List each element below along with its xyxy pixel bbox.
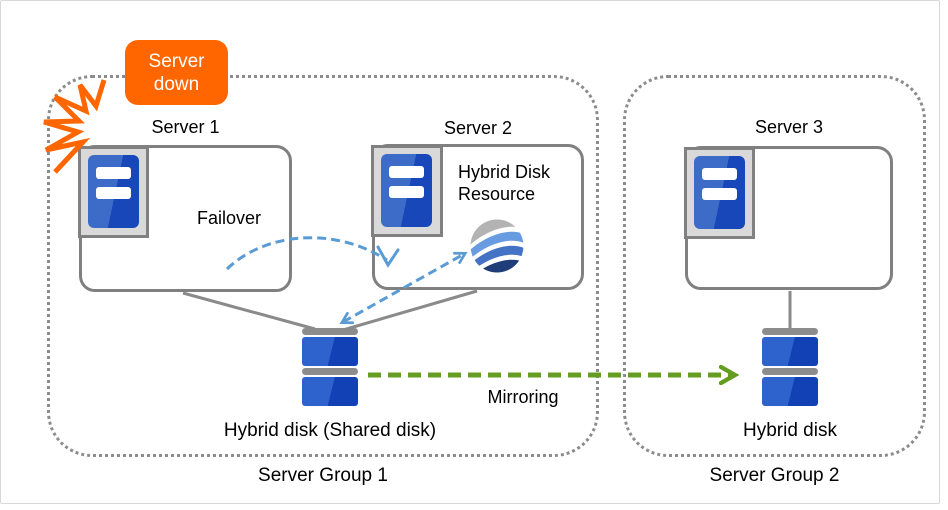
server-3-chip [684, 147, 755, 239]
failover-label: Failover [197, 208, 262, 228]
server-slot [96, 167, 131, 179]
sphere-lightblue-band [470, 231, 524, 259]
server-group-1 [47, 75, 599, 457]
server-group-1-label: Server Group 1 [258, 465, 388, 486]
disk-segment [302, 377, 358, 406]
server-group-2 [623, 75, 926, 457]
disk-segment [762, 337, 818, 366]
shared-disk-label: Hybrid disk (Shared disk) [223, 420, 437, 441]
disk-segment [762, 377, 818, 406]
hybrid-disk-resource-icon [470, 219, 524, 273]
server-slot [389, 186, 424, 198]
server-slot [702, 168, 737, 180]
server-slot [96, 187, 131, 199]
server-icon [694, 156, 745, 229]
sphere-gray-band [470, 219, 524, 245]
server-1-label: Server 1 [151, 117, 220, 137]
mirroring-label: Mirroring [487, 387, 559, 407]
hybrid-disk-label: Hybrid disk [743, 420, 837, 441]
server-slot [702, 188, 737, 200]
server-group-2-label: Server Group 2 [709, 465, 840, 486]
server-slot [389, 166, 424, 178]
hybrid-disk-icon [762, 328, 818, 406]
disk-platter [302, 328, 358, 335]
disk-platter [762, 368, 818, 375]
server-2-chip [371, 145, 443, 237]
server-icon [381, 154, 432, 227]
server-1-chip [78, 146, 149, 238]
sphere-midblue-band [470, 245, 524, 273]
server-down-badge: Server down [125, 40, 228, 105]
server-3-label: Server 3 [754, 117, 824, 137]
disk-platter [762, 328, 818, 335]
shared-disk-icon [302, 328, 358, 406]
server-2-label: Server 2 [443, 118, 513, 138]
disk-platter [302, 368, 358, 375]
disk-segment [302, 337, 358, 366]
hybrid-disk-resource-label: Hybrid Disk Resource [458, 162, 551, 204]
server-icon [88, 155, 139, 228]
sphere-navy-band [470, 259, 524, 273]
diagram-frame [0, 0, 940, 504]
